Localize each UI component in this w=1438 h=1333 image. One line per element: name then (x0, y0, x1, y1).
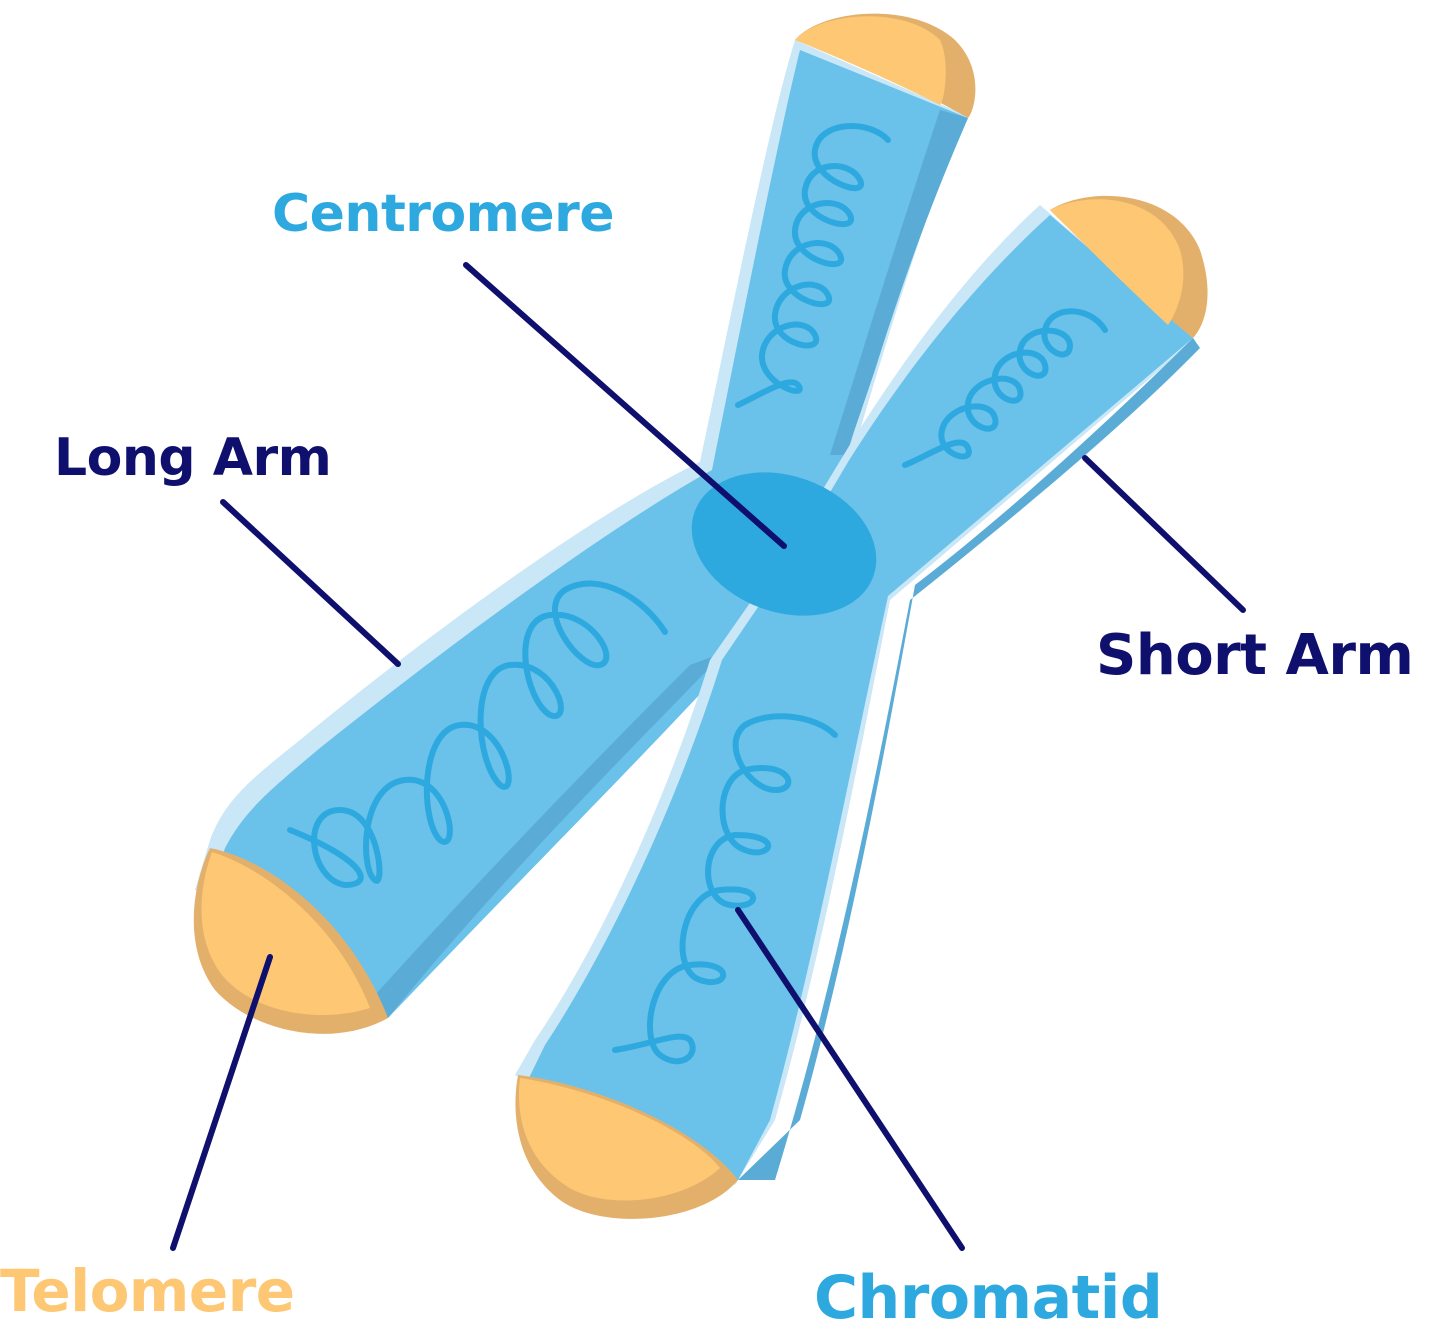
pointer-chromatid (735, 907, 965, 1251)
pointer-telomere (170, 954, 273, 1251)
pointer-lines (170, 262, 1246, 1251)
pointer-long-arm (220, 499, 401, 667)
dna-coil-left (287, 580, 668, 889)
label-long-arm: Long Arm (54, 428, 332, 488)
label-centromere: Centromere (272, 184, 615, 244)
telomere-left (193, 848, 388, 1034)
arm-body (528, 215, 1193, 1180)
arm-shadow-lower (375, 652, 725, 1018)
label-short-arm: Short Arm (1096, 623, 1414, 688)
telomere-top (795, 13, 976, 118)
dna-coil-right (902, 308, 1108, 468)
telomere-bottom (515, 1075, 738, 1219)
label-chromatid: Chromatid (814, 1263, 1163, 1333)
chromatid-left-arm (195, 40, 968, 1018)
arm-body (215, 50, 968, 1018)
dna-coil-lower (612, 713, 838, 1065)
dna-coil-upper (735, 123, 891, 408)
telomere-right (1050, 195, 1208, 338)
pointer-centromere (463, 262, 787, 549)
label-telomere: Telomere (0, 1257, 295, 1325)
arm-shadow-upper (830, 110, 968, 455)
pointer-short-arm (1082, 455, 1246, 613)
